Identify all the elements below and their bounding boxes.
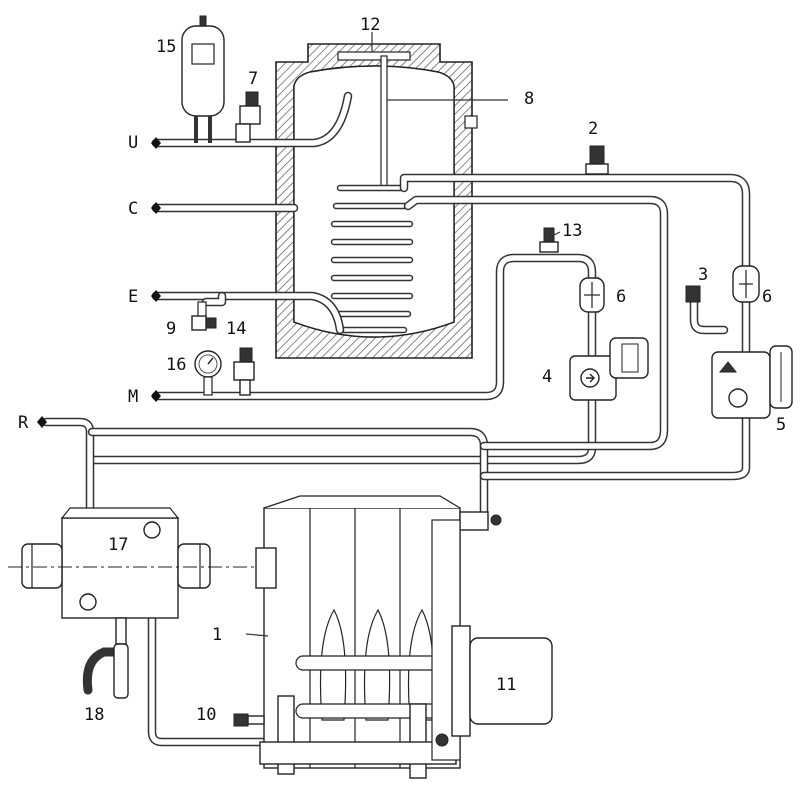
air-vent-13: [539, 227, 559, 253]
non-return-valve-right: [732, 265, 760, 303]
circulation-pump-5: [711, 345, 793, 419]
callout-5: 5: [776, 415, 786, 435]
leader-lines: [371, 32, 561, 237]
connection-label-u: U: [128, 133, 138, 153]
callout-8: 8: [524, 89, 534, 109]
callout-18: 18: [84, 705, 104, 725]
callout-labels: 1 2 3 4 5 6 6 7 8 9 10 11 12 13 14 15 16…: [18, 15, 786, 725]
drain-valve-9: [191, 301, 217, 331]
expansion-vessel: [181, 15, 225, 143]
callout-11: 11: [496, 675, 516, 695]
circulation-pump-4: [569, 337, 649, 401]
burner: [451, 625, 553, 737]
air-vent-2: [585, 145, 609, 175]
connection-label-e: E: [128, 287, 138, 307]
pressure-gauge: [194, 350, 222, 396]
connection-label-c: C: [128, 199, 138, 219]
callout-3: 3: [698, 265, 708, 285]
callout-10: 10: [196, 705, 216, 725]
callout-16: 16: [166, 355, 186, 375]
callout-17: 17: [108, 535, 128, 555]
siphon-hose: [82, 617, 129, 699]
connection-label-m: M: [128, 387, 138, 407]
callout-15: 15: [156, 37, 176, 57]
flue-collector: [8, 507, 262, 619]
callout-13: 13: [562, 221, 582, 241]
non-return-valve-left: [579, 276, 605, 314]
leader-1: [245, 633, 269, 637]
connection-label-r: R: [18, 413, 29, 433]
callout-7: 7: [248, 69, 258, 89]
callout-12: 12: [360, 15, 380, 35]
sensor-3: [685, 285, 701, 303]
pipe-network: [41, 91, 751, 747]
sensor-well: [464, 115, 478, 129]
callout-6-left: 6: [616, 287, 626, 307]
callout-2: 2: [588, 119, 598, 139]
callout-4: 4: [542, 367, 552, 387]
callout-1: 1: [212, 625, 222, 645]
safety-valve-14: [233, 347, 255, 396]
boiler-drain-valve: [233, 713, 265, 727]
safety-valve-7: [235, 91, 261, 143]
callout-6-right: 6: [762, 287, 772, 307]
callout-9: 9: [166, 319, 176, 339]
callout-14: 14: [226, 319, 246, 339]
connection-markers: [37, 137, 161, 428]
